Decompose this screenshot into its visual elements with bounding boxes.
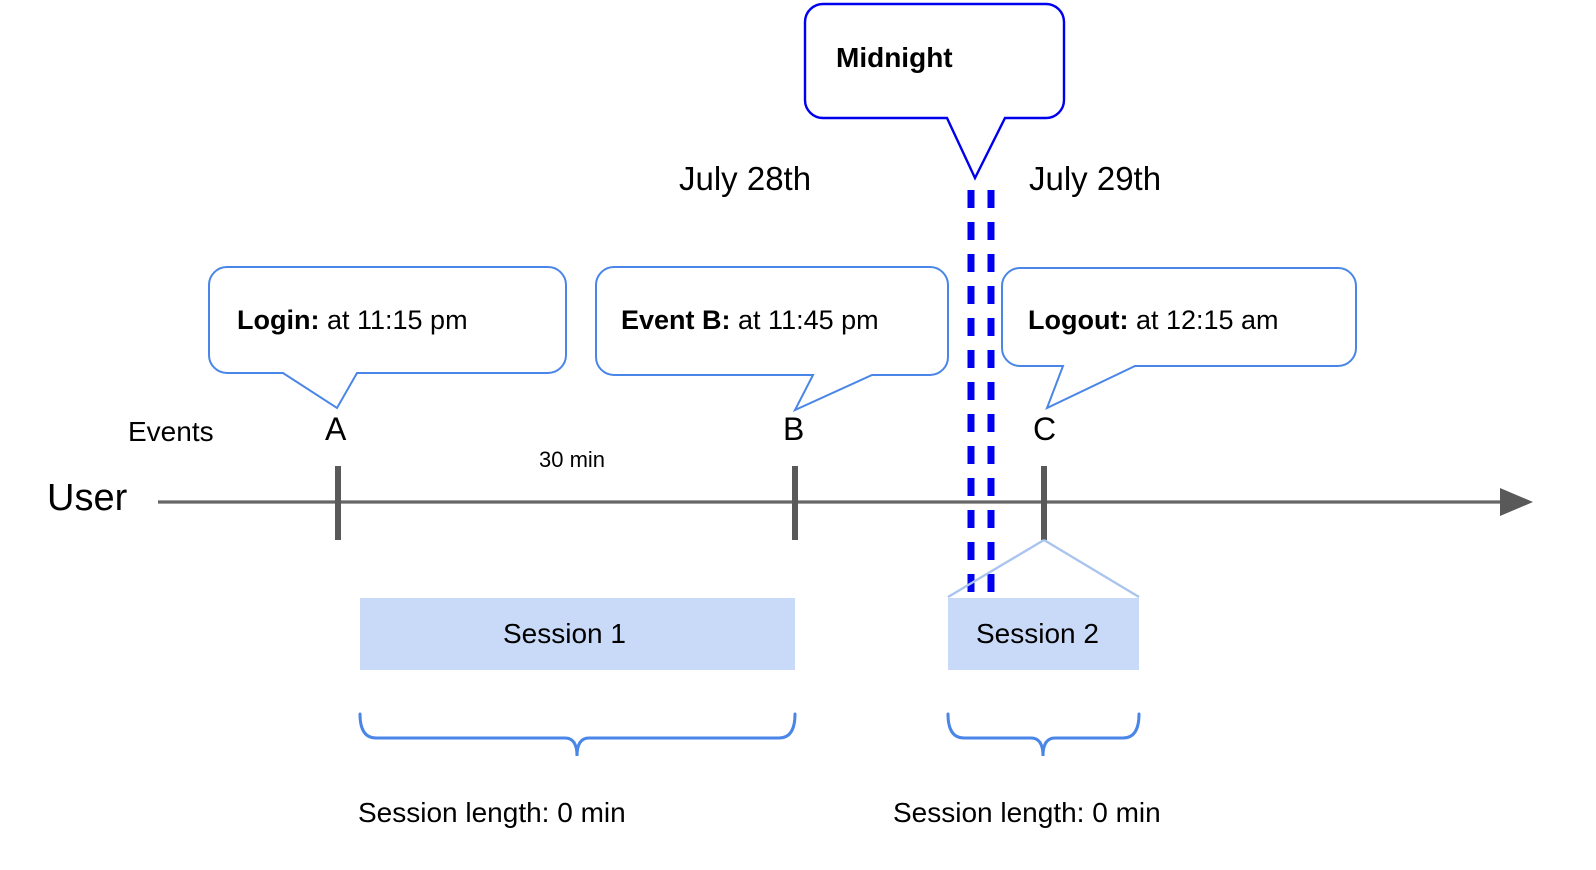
events-row-label: Events xyxy=(128,416,214,447)
event-marker-label-c: C xyxy=(1033,411,1057,447)
callout-label-event-b: Event B: at 11:45 pm xyxy=(621,305,879,336)
session-bar-2 xyxy=(948,598,1139,670)
date-label-right: July 29th xyxy=(1029,160,1162,197)
callout-event-b-rest: at 11:45 pm xyxy=(730,305,879,335)
callout-login-bold: Login: xyxy=(237,305,320,335)
midnight-callout-shape xyxy=(803,2,1066,181)
session-bar-1 xyxy=(360,598,795,670)
midnight-divider-lines xyxy=(967,190,995,600)
session-1-brace xyxy=(358,712,797,757)
callout-shape-event-b xyxy=(595,266,949,413)
callout-logout-rest: at 12:15 am xyxy=(1128,305,1279,335)
user-row-label: User xyxy=(47,477,128,519)
session-bar-label-1: Session 1 xyxy=(503,618,626,649)
callout-shape-logout xyxy=(1001,267,1357,410)
callout-login-rest: at 11:15 pm xyxy=(319,305,468,335)
callout-label-logout: Logout: at 12:15 am xyxy=(1028,305,1279,336)
session-2-brace xyxy=(946,712,1141,757)
gap-duration-label: 30 min xyxy=(539,447,606,472)
callout-shape-login xyxy=(208,266,567,410)
callout-event-b-bold: Event B: xyxy=(621,305,731,335)
event-marker-label-b: B xyxy=(783,411,805,447)
session-length-label-1: Session length: 0 min xyxy=(358,797,626,828)
midnight-callout-label: Midnight xyxy=(836,42,953,73)
callout-label-login: Login: at 11:15 pm xyxy=(237,305,468,336)
session-bar-label-2: Session 2 xyxy=(976,618,1099,649)
event-marker-label-a: A xyxy=(325,411,347,447)
timeline-axis xyxy=(158,488,1533,516)
callout-logout-bold: Logout: xyxy=(1028,305,1129,335)
session-2-fan-lines xyxy=(947,538,1140,599)
date-label-left: July 28th xyxy=(679,160,812,197)
session-length-label-2: Session length: 0 min xyxy=(893,797,1161,828)
